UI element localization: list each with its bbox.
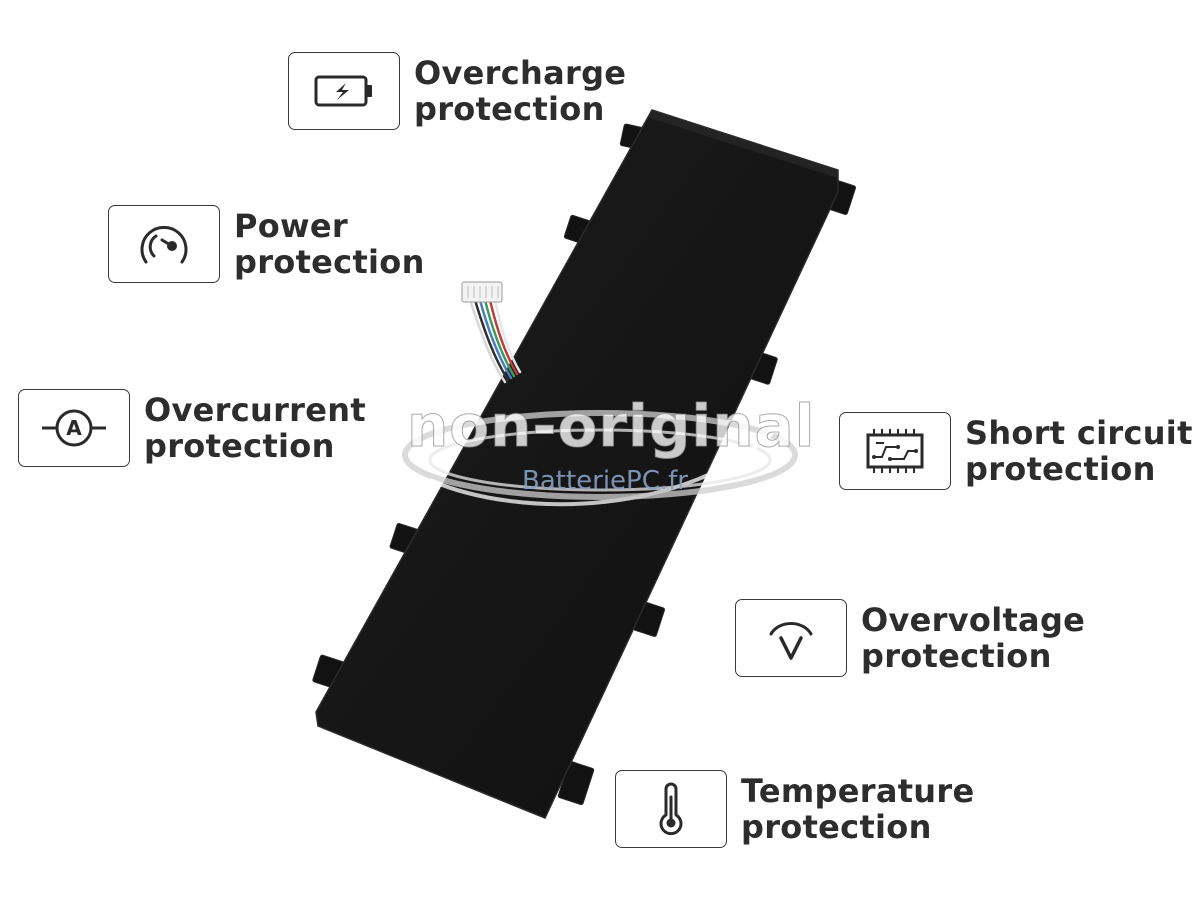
- label-short-circuit-line1: Short circuit: [965, 414, 1193, 452]
- icon-box-overcharge: [288, 52, 400, 130]
- voltmeter-icon: [769, 622, 813, 660]
- feature-overcurrent: A Overcurrent protection: [18, 389, 366, 467]
- label-temperature: Temperature protection: [741, 773, 974, 845]
- svg-text:A: A: [66, 416, 82, 440]
- label-temperature-line2: protection: [741, 808, 932, 846]
- feature-short-circuit: Short circuit protection: [839, 412, 1193, 490]
- icon-box-short-circuit: [839, 412, 951, 490]
- label-overcharge-line2: protection: [414, 90, 605, 128]
- label-power-line2: protection: [234, 243, 425, 281]
- feature-temperature: Temperature protection: [615, 770, 974, 848]
- circuit-board-icon: [866, 429, 924, 473]
- icon-box-overcurrent: A: [18, 389, 130, 467]
- feature-overvoltage: Overvoltage protection: [735, 599, 1085, 677]
- label-overvoltage: Overvoltage protection: [861, 602, 1085, 674]
- label-overvoltage-line1: Overvoltage: [861, 601, 1086, 639]
- battery-charge-icon: [314, 75, 372, 107]
- icon-box-temperature: [615, 770, 727, 848]
- label-overcurrent: Overcurrent protection: [144, 392, 366, 464]
- thermometer-icon: [659, 782, 683, 836]
- label-overcurrent-line2: protection: [144, 427, 335, 465]
- label-overvoltage-line2: protection: [861, 637, 1052, 675]
- icon-box-power: [108, 205, 220, 283]
- label-short-circuit: Short circuit protection: [965, 415, 1193, 487]
- feature-power: Power protection: [108, 205, 425, 283]
- label-temperature-line1: Temperature: [741, 772, 975, 810]
- gauge-icon: [140, 225, 188, 264]
- label-overcharge: Overcharge protection: [414, 55, 626, 127]
- label-power-line1: Power: [234, 207, 348, 245]
- label-power: Power protection: [234, 208, 425, 280]
- ammeter-icon: A: [42, 409, 106, 447]
- icon-box-overvoltage: [735, 599, 847, 677]
- watermark-swoosh: [402, 410, 798, 507]
- feature-overcharge: Overcharge protection: [288, 52, 626, 130]
- label-overcharge-line1: Overcharge: [414, 54, 627, 92]
- label-short-circuit-line2: protection: [965, 450, 1156, 488]
- label-overcurrent-line1: Overcurrent: [144, 391, 366, 429]
- connector-cable: [468, 298, 522, 384]
